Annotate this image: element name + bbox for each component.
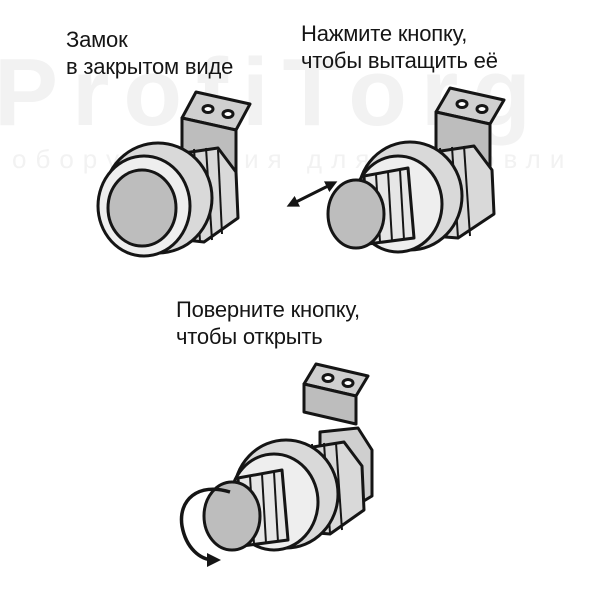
caption-press-button: Нажмите кнопку, чтобы вытащить её [301, 20, 498, 74]
caption-rotate-button-line1: Поверните кнопку, [176, 297, 360, 322]
caption-lock-closed-line2: в закрытом виде [66, 54, 234, 79]
lock-knob-flush [106, 168, 178, 248]
lock-knob-extended [326, 178, 386, 250]
rotate-direction-arrow-icon [179, 487, 231, 567]
caption-lock-closed-line1: Замок [66, 27, 128, 52]
rotate-button-illustration [202, 362, 374, 552]
detached-bracket [302, 362, 370, 426]
caption-press-button-line1: Нажмите кнопку, [301, 21, 468, 46]
caption-press-button-line2: чтобы вытащить её [301, 48, 498, 73]
caption-rotate-button: Поверните кнопку, чтобы открыть [176, 296, 360, 350]
pull-direction-arrow-icon [286, 181, 338, 207]
caption-lock-closed: Замок в закрытом виде [66, 26, 233, 80]
caption-rotate-button-line2: чтобы открыть [176, 324, 323, 349]
lock-knob-extended [202, 480, 262, 552]
press-button-illustration [326, 86, 506, 254]
lock-closed-illustration [96, 90, 252, 258]
